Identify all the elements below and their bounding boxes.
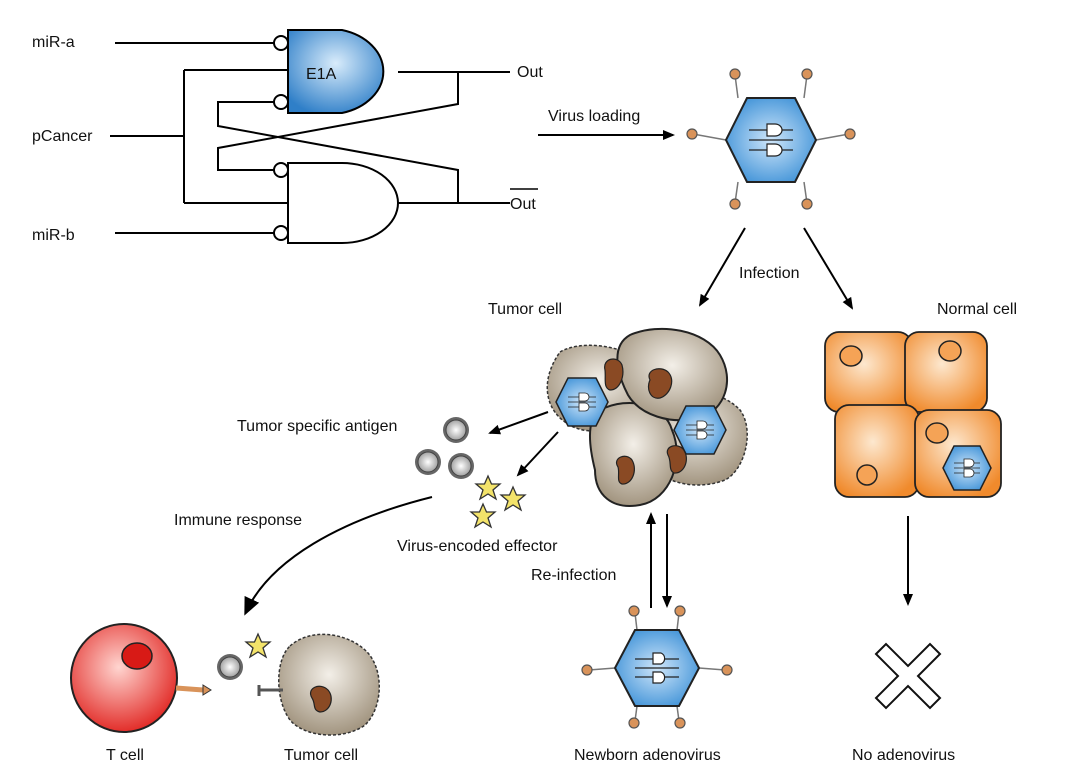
loaded-adenovirus	[686, 68, 856, 210]
newborn-adenovirus	[581, 605, 733, 729]
t-cell	[70, 623, 212, 733]
intracellular-virus	[942, 445, 992, 491]
immune-response-label: Immune response	[174, 512, 302, 529]
tumor-cell-cluster	[546, 327, 748, 507]
virus-loading-label: Virus loading	[548, 108, 640, 125]
input-mir-b-label: miR-b	[32, 227, 75, 244]
normal-cell-label: Normal cell	[937, 301, 1017, 318]
wire-feedback-top	[217, 101, 459, 203]
no-adenovirus-label: No adenovirus	[852, 747, 955, 764]
input-mir-a-label: miR-a	[32, 34, 75, 51]
input-pcancer-label: pCancer	[32, 128, 93, 145]
antigen-particle	[217, 654, 243, 680]
immune-response-arrow	[244, 496, 433, 616]
antigen-particles	[415, 417, 474, 479]
newborn-label: Newborn adenovirus	[574, 747, 721, 764]
effector-stars	[469, 474, 527, 529]
e1a-and-gate	[287, 29, 385, 114]
invert-bubble	[273, 35, 289, 51]
invert-bubble	[273, 94, 289, 110]
intracellular-virus	[673, 405, 727, 455]
bottom-tumor-cell-label: Tumor cell	[284, 747, 358, 764]
logic-circuit: miR-a pCancer miR-b E1A Out Out	[32, 29, 543, 244]
reinfection-label: Re-infection	[531, 567, 616, 584]
output-label: Out	[517, 64, 543, 81]
wire-pcancer	[110, 69, 288, 204]
infection-label: Infection	[739, 265, 799, 282]
output-bar-label: Out	[510, 196, 536, 213]
normal-cell-cluster	[824, 331, 1002, 498]
e1a-gate-label: E1A	[306, 66, 337, 83]
invert-bubble	[273, 162, 289, 178]
target-tumor-cell	[257, 633, 380, 736]
effector-label: Virus-encoded effector	[397, 538, 558, 555]
effector-arrow	[516, 431, 559, 477]
antigen-arrow	[488, 411, 549, 435]
no-virus-x-icon	[874, 642, 942, 710]
infection-arrow-tumor	[698, 227, 746, 307]
t-cell-label: T cell	[106, 747, 144, 764]
tumor-cell-label: Tumor cell	[488, 301, 562, 318]
infection-arrow-normal	[803, 227, 854, 310]
intracellular-virus	[555, 377, 609, 427]
invert-bubble	[273, 225, 289, 241]
effector-star	[244, 632, 272, 659]
tumor-antigen-label: Tumor specific antigen	[237, 418, 397, 435]
lower-and-gate	[287, 162, 399, 244]
wire-feedback-bottom	[217, 72, 459, 171]
